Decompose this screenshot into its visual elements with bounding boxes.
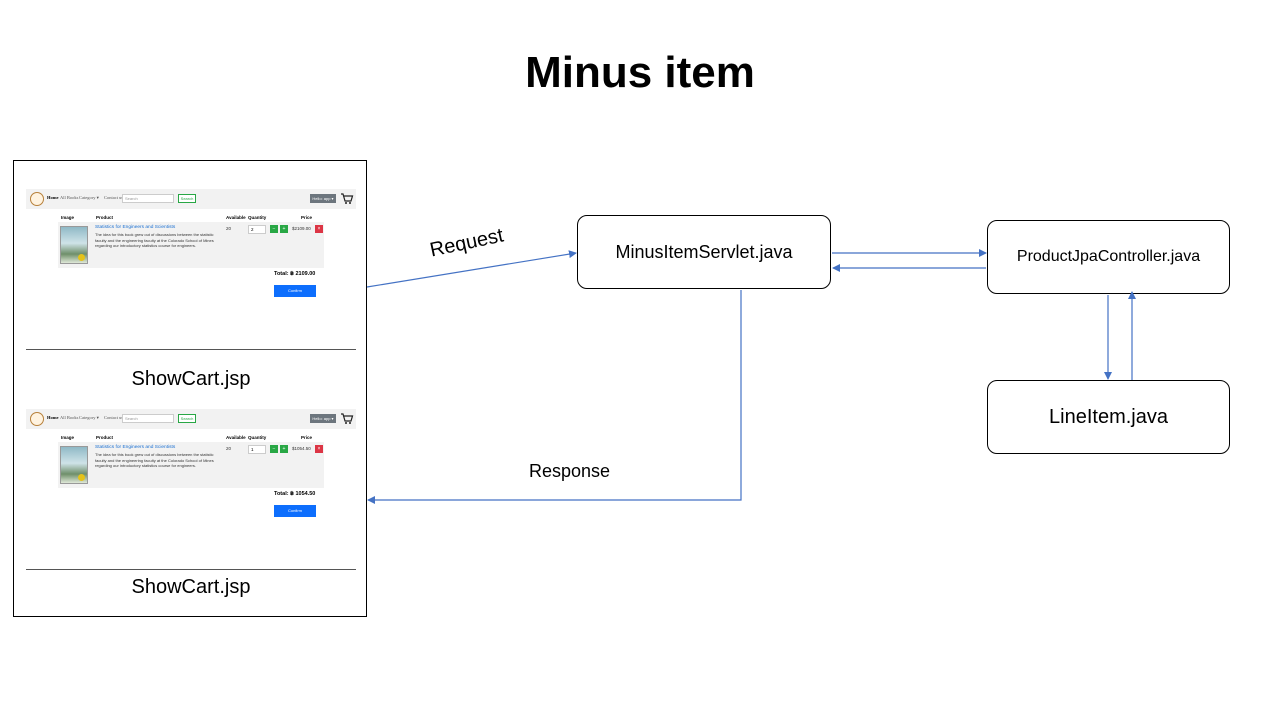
col-header-price: Price [301,435,313,440]
search-input[interactable]: Search [122,414,174,423]
delete-button[interactable]: × [315,225,323,233]
product-title-link[interactable]: Statistics for Engineers and Scientists [95,225,176,230]
nav-home-link[interactable]: Home [47,195,59,200]
available-count: 20 [226,226,232,231]
plus-button[interactable]: + [280,225,288,233]
edge-label-response: Response [529,461,611,481]
cart-icon[interactable] [340,193,354,205]
col-header-image: Image [61,435,75,440]
divider [26,349,356,350]
table-row: Statistics for Engineers and Scientists … [58,442,324,488]
nav-contact-link[interactable]: Contact us [104,415,124,420]
showcart-screenshots-panel: Home All Books Category ▾ Contact us Sea… [13,160,367,617]
book-cover-image [60,226,88,264]
confirm-button[interactable]: Confirm [274,285,316,297]
navbar: Home All Books Category ▾ Contact us Sea… [26,409,356,429]
col-header-available: Available [226,435,246,440]
minus-button[interactable]: − [270,225,278,233]
user-menu-button[interactable]: Hello: app ▾ [310,414,336,423]
search-button[interactable]: Search [178,194,196,203]
arrow-request [366,250,577,288]
node-minus-item-servlet: MinusItemServlet.java [577,215,831,289]
col-header-available: Available [226,215,246,220]
book-cover-image [60,446,88,484]
col-header-quantity: Quantity [248,215,267,220]
plus-button[interactable]: + [280,445,288,453]
screenshot-caption-after: ShowCart.jsp [131,576,251,598]
line-price: $1054.50 [292,446,311,451]
node-product-jpa-controller: ProductJpaController.java [987,220,1230,294]
node-line-item: LineItem.java [987,380,1230,454]
col-header-price: Price [301,215,313,220]
arrow-response [367,290,742,504]
available-count: 20 [226,446,232,451]
confirm-button[interactable]: Confirm [274,505,316,517]
delete-button[interactable]: × [315,445,323,453]
showcart-screenshot-after: Home All Books Category ▾ Contact us Sea… [26,409,356,569]
table-row: Statistics for Engineers and Scientists … [58,222,324,268]
cart-icon[interactable] [340,413,354,425]
col-header-image: Image [61,215,75,220]
user-menu-button[interactable]: Hello: app ▾ [310,194,336,203]
col-header-product: Product [96,215,114,220]
navbar: Home All Books Category ▾ Contact us Sea… [26,189,356,209]
nav-all-books-link[interactable]: All Books [60,195,79,200]
search-button[interactable]: Search [178,414,196,423]
product-description: The idea for this book grew out of discu… [95,232,214,248]
product-title-link[interactable]: Statistics for Engineers and Scientists [95,445,176,450]
page-title: Minus item [525,48,755,97]
nav-category-dropdown[interactable]: Category ▾ [79,415,99,420]
col-header-product: Product [96,435,114,440]
logo-icon [30,192,44,206]
search-input[interactable]: Search [122,194,174,203]
node-label: MinusItemServlet.java [615,241,793,262]
minus-button[interactable]: − [270,445,278,453]
showcart-screenshot-before: Home All Books Category ▾ Contact us Sea… [26,189,356,349]
line-price: $2109.00 [292,226,311,231]
screenshot-caption-before: ShowCart.jsp [131,368,251,390]
col-header-quantity: Quantity [248,435,267,440]
nav-home-link[interactable]: Home [47,415,59,420]
quantity-field[interactable]: 1 [248,445,266,454]
node-label: ProductJpaController.java [1016,248,1201,265]
nav-contact-link[interactable]: Contact us [104,195,124,200]
logo-icon [30,412,44,426]
nav-category-dropdown[interactable]: Category ▾ [79,195,99,200]
quantity-field[interactable]: 2 [248,225,266,234]
divider [26,569,356,570]
cart-total: Total: ฿ 1054.50 [274,491,316,497]
nav-all-books-link[interactable]: All Books [60,415,79,420]
cart-total: Total: ฿ 2109.00 [274,271,316,277]
node-label: LineItem.java [1049,405,1168,428]
product-description: The idea for this book grew out of discu… [95,452,214,468]
